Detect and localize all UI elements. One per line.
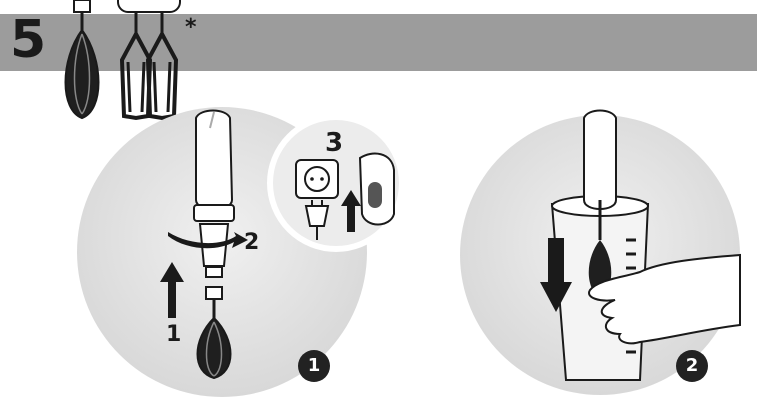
- arrow-label-1: 1: [166, 322, 181, 347]
- blender-base-icon: [360, 154, 394, 225]
- panel-2-badge: 2: [676, 350, 708, 382]
- wall-socket-icon: [296, 160, 338, 198]
- whisk-icon: [66, 0, 99, 118]
- double-beater-icon: [118, 0, 180, 118]
- arrow-label-3: 3: [325, 128, 343, 158]
- arrow-label-2: 2: [244, 230, 259, 255]
- optional-marker: *: [185, 15, 197, 40]
- panel-1-badge: 1: [298, 350, 330, 382]
- step-number: 5: [10, 10, 46, 70]
